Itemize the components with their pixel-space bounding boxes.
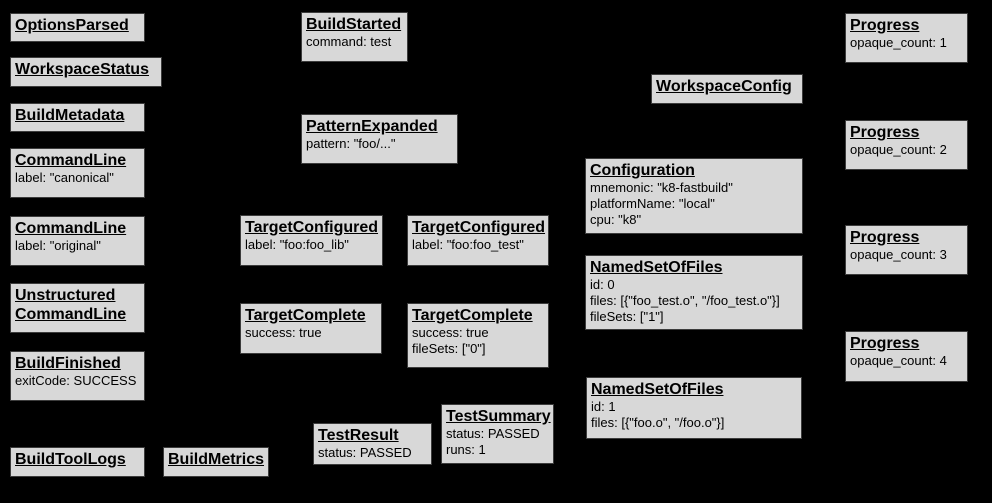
node-test-summary: TestSummary status: PASSED runs: 1 — [441, 404, 554, 464]
node-command-line-original: CommandLine label: "original" — [10, 216, 145, 266]
node-detail: files: [{"foo.o", "/foo.o"}] — [591, 415, 725, 430]
node-detail: pattern: "foo/..." — [306, 136, 396, 151]
node-title: WorkspaceStatus — [15, 61, 149, 78]
node-target-configured-foo-test: TargetConfigured label: "foo:foo_test" — [407, 215, 549, 266]
node-named-set-of-files-1: NamedSetOfFiles id: 1 files: [{"foo.o", … — [586, 377, 802, 439]
node-title: BuildMetadata — [15, 107, 125, 124]
node-detail: opaque_count: 1 — [850, 35, 947, 50]
node-detail: status: PASSED — [446, 426, 540, 441]
node-build-tool-logs: BuildToolLogs — [10, 447, 145, 477]
node-workspace-config: WorkspaceConfig — [651, 74, 803, 104]
node-detail: label: "original" — [15, 238, 101, 253]
node-title: TargetComplete — [245, 307, 366, 324]
node-detail: status: PASSED — [318, 445, 412, 460]
node-title: CommandLine — [15, 152, 127, 169]
node-command-line-canonical: CommandLine label: "canonical" — [10, 148, 145, 198]
node-title: Progress — [850, 124, 920, 141]
node-title: OptionsParsed — [15, 17, 129, 34]
node-detail: command: test — [306, 34, 392, 49]
node-title: Progress — [850, 17, 920, 34]
node-title: Unstructured CommandLine — [15, 287, 127, 323]
node-detail: id: 1 — [591, 399, 616, 414]
node-detail: fileSets: ["1"] — [590, 309, 664, 324]
node-detail: success: true — [412, 325, 489, 340]
node-build-started: BuildStarted command: test — [301, 12, 408, 62]
node-detail: mnemonic: "k8-fastbuild" — [590, 180, 733, 195]
node-title: TargetComplete — [412, 307, 533, 324]
node-title: Progress — [850, 335, 920, 352]
node-title: CommandLine — [15, 220, 127, 237]
node-detail: label: "foo:foo_test" — [412, 237, 524, 252]
node-detail: opaque_count: 3 — [850, 247, 947, 262]
node-detail: platformName: "local" — [590, 196, 715, 211]
node-title: TestSummary — [446, 408, 551, 425]
node-target-configured-foo-lib: TargetConfigured label: "foo:foo_lib" — [240, 215, 383, 266]
node-detail: opaque_count: 2 — [850, 142, 947, 157]
node-build-metrics: BuildMetrics — [163, 447, 269, 477]
node-build-metadata: BuildMetadata — [10, 103, 145, 132]
node-detail: exitCode: SUCCESS — [15, 373, 137, 388]
node-detail: fileSets: ["0"] — [412, 341, 486, 356]
node-progress-4: Progress opaque_count: 4 — [845, 331, 968, 382]
node-title: Configuration — [590, 162, 695, 179]
node-progress-1: Progress opaque_count: 1 — [845, 13, 968, 63]
node-configuration: Configuration mnemonic: "k8-fastbuild" p… — [585, 158, 803, 234]
node-pattern-expanded: PatternExpanded pattern: "foo/..." — [301, 114, 458, 164]
node-detail: label: "foo:foo_lib" — [245, 237, 349, 252]
node-title: NamedSetOfFiles — [591, 381, 724, 398]
node-options-parsed: OptionsParsed — [10, 13, 145, 42]
node-unstructured-command-line: Unstructured CommandLine — [10, 283, 145, 333]
node-title: PatternExpanded — [306, 118, 438, 135]
node-title: Progress — [850, 229, 920, 246]
node-detail: runs: 1 — [446, 442, 486, 457]
node-detail: success: true — [245, 325, 322, 340]
node-detail: opaque_count: 4 — [850, 353, 947, 368]
node-progress-2: Progress opaque_count: 2 — [845, 120, 968, 170]
node-named-set-of-files-0: NamedSetOfFiles id: 0 files: [{"foo_test… — [585, 255, 803, 330]
node-detail: label: "canonical" — [15, 170, 114, 185]
node-title: BuildStarted — [306, 16, 402, 33]
node-title: NamedSetOfFiles — [590, 259, 723, 276]
node-detail: id: 0 — [590, 277, 615, 292]
node-title: TestResult — [318, 427, 399, 444]
node-target-complete-foo-lib: TargetComplete success: true — [240, 303, 382, 354]
node-target-complete-foo-test: TargetComplete success: true fileSets: [… — [407, 303, 549, 368]
node-title: BuildFinished — [15, 355, 121, 372]
node-title: TargetConfigured — [412, 219, 546, 236]
node-title: TargetConfigured — [245, 219, 379, 236]
node-workspace-status: WorkspaceStatus — [10, 57, 162, 87]
node-build-finished: BuildFinished exitCode: SUCCESS — [10, 351, 145, 401]
node-title: BuildMetrics — [168, 451, 265, 468]
node-test-result: TestResult status: PASSED — [313, 423, 432, 465]
node-progress-3: Progress opaque_count: 3 — [845, 225, 968, 275]
node-detail: files: [{"foo_test.o", "/foo_test.o"}] — [590, 293, 780, 308]
node-title: BuildToolLogs — [15, 451, 126, 468]
node-title: WorkspaceConfig — [656, 78, 792, 95]
node-detail: cpu: "k8" — [590, 212, 642, 227]
